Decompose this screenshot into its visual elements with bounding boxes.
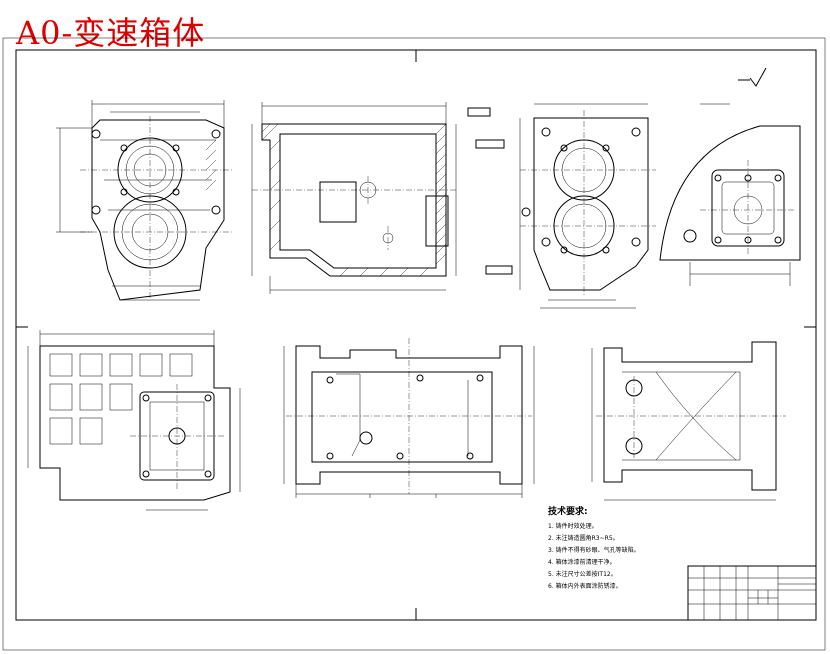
technical-requirements: 技术要求: 1. 铸件时效处理。 2. 未注铸造圆角R3~R5。 3. 铸件不得…: [548, 505, 640, 590]
rear-view: [591, 341, 786, 501]
detail-view: [659, 103, 801, 286]
longitudinal-section-view: [251, 102, 513, 294]
bottom-view: [27, 330, 241, 511]
tech-req-item: 3. 铸件不得有砂眼、气孔等缺陷。: [548, 546, 640, 554]
drawing-title: A0-变速箱体: [16, 14, 206, 52]
centering-marks: [16, 50, 816, 620]
side-view: [519, 103, 656, 309]
front-view: [56, 100, 232, 301]
surface-roughness-symbol: [738, 67, 767, 87]
tech-req-item: 4. 箱体涂漆前清理干净。: [548, 558, 616, 566]
inner-border: [15, 49, 817, 621]
tech-req-item: 5. 未注尺寸公差按IT12。: [548, 570, 617, 578]
tech-req-heading: 技术要求:: [548, 505, 588, 517]
tech-req-item: 2. 未注铸造圆角R3~R5。: [548, 534, 619, 542]
tech-req-item: 1. 铸件时效处理。: [548, 522, 598, 530]
outer-border: [2, 37, 826, 651]
title-block: [687, 565, 817, 621]
top-view: [283, 338, 535, 498]
tech-req-item: 6. 箱体内外表面涂防锈漆。: [548, 582, 622, 590]
